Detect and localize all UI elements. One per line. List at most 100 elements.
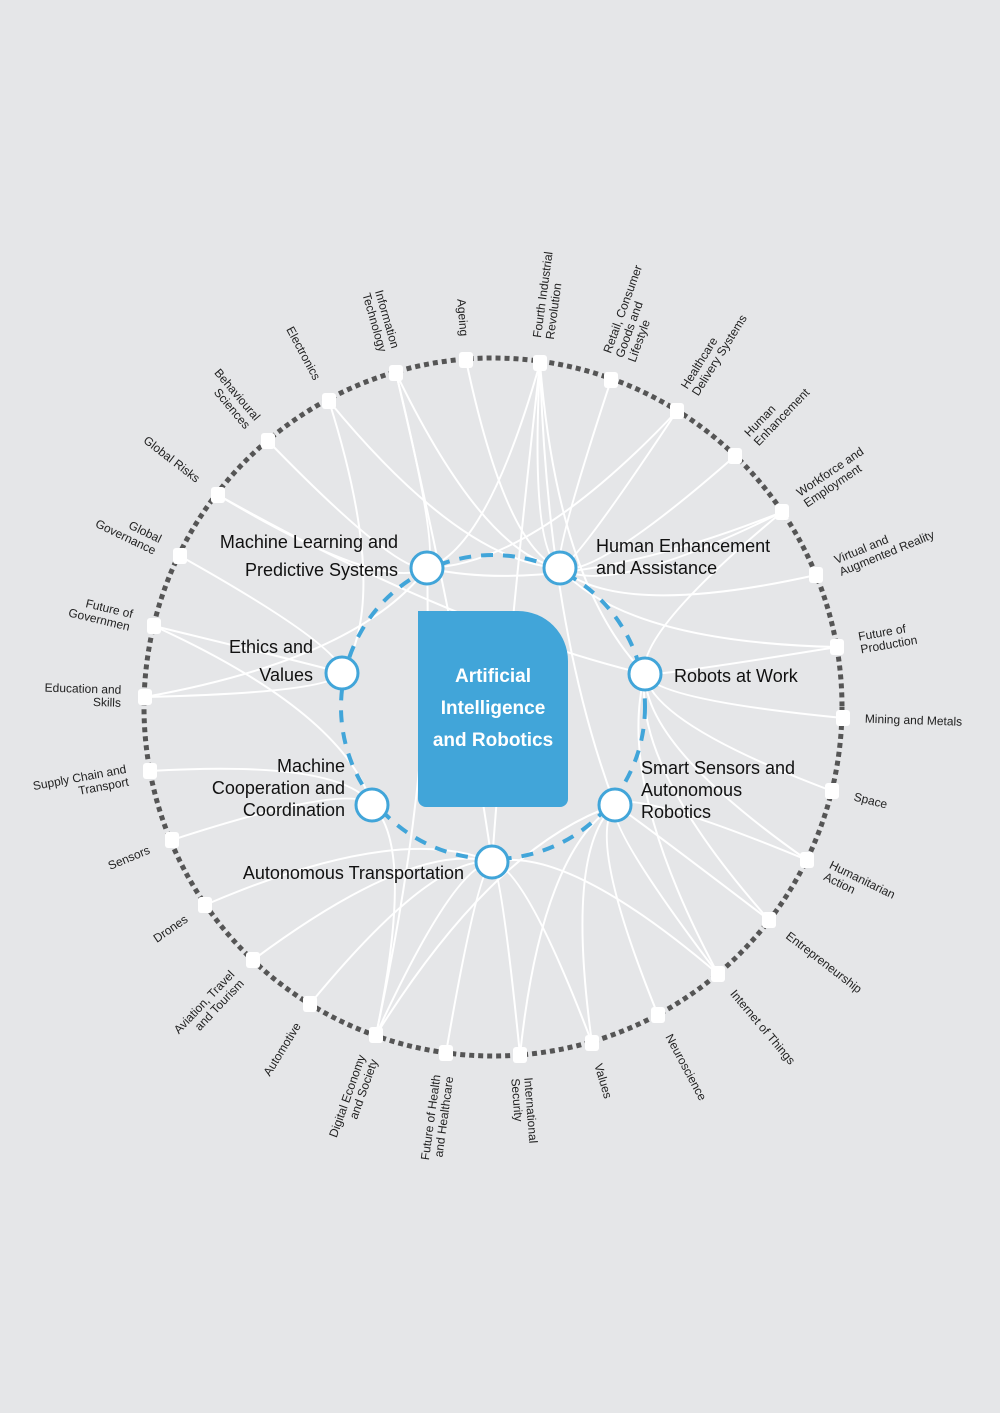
topic-node[interactable] (836, 710, 850, 726)
link-line (491, 861, 521, 1056)
hub-label-line: Machine Learning and (220, 532, 398, 552)
topic-node[interactable] (585, 1035, 599, 1051)
topic-label-line: Security (508, 1078, 525, 1122)
hub-node[interactable] (409, 550, 445, 586)
topic-label[interactable]: Sensors (106, 843, 152, 873)
hub-label-line: Robotics (641, 802, 711, 822)
topic-node[interactable] (303, 996, 317, 1012)
topic-label-line: Sensors (106, 843, 152, 873)
topic-node[interactable] (389, 365, 403, 381)
topic-label[interactable]: HumanitarianAction (822, 858, 898, 914)
topic-node[interactable] (711, 966, 725, 982)
topic-label[interactable]: Education andSkills (44, 681, 121, 710)
hub-node[interactable] (474, 844, 510, 880)
topic-label[interactable]: Entrepreneurship (783, 929, 865, 997)
central-topic-box[interactable]: Artificial Intelligence and Robotics (418, 611, 568, 807)
topic-label[interactable]: Future ofProduction (857, 620, 918, 656)
topic-label-line: Global Risks (141, 433, 203, 485)
topic-node[interactable] (439, 1045, 453, 1061)
topic-node[interactable] (762, 912, 776, 928)
topic-label[interactable]: Virtual andAugmented Reality (832, 515, 936, 578)
topic-label[interactable]: Retail, ConsumerGoods andLifestyle (600, 263, 669, 364)
topic-node[interactable] (138, 689, 152, 705)
topic-label[interactable]: InternationalSecurity (508, 1077, 540, 1145)
topic-label[interactable]: Automotive (260, 1020, 304, 1079)
topic-label[interactable]: InformationTechnology (359, 288, 402, 354)
hub-node[interactable] (597, 787, 633, 823)
hub-label-line: Ethics and (229, 637, 313, 657)
topic-node[interactable] (513, 1047, 527, 1063)
topic-label[interactable]: Values (591, 1062, 615, 1100)
topic-node[interactable] (198, 897, 212, 913)
topic-label[interactable]: Digital Economyand Society (326, 1053, 381, 1144)
topic-node[interactable] (459, 352, 473, 368)
topic-label[interactable]: HealthcareDelivery Systems (678, 305, 750, 398)
topic-node[interactable] (322, 393, 336, 409)
topic-label[interactable]: Fourth IndustrialRevolution (530, 251, 568, 341)
hub-label-line: Coordination (243, 800, 345, 820)
topic-label[interactable]: GlobalGovernance (93, 505, 164, 558)
hub-node[interactable] (324, 655, 360, 691)
topic-node[interactable] (830, 639, 844, 655)
link-line (539, 362, 646, 675)
topic-node[interactable] (728, 448, 742, 464)
topic-node[interactable] (670, 403, 684, 419)
topic-node[interactable] (211, 487, 225, 503)
topic-label[interactable]: Supply Chain andTransport (32, 762, 131, 806)
topic-node[interactable] (775, 504, 789, 520)
link-line (375, 804, 616, 1036)
topic-node[interactable] (165, 832, 179, 848)
hub-label-line: Autonomous (641, 780, 742, 800)
topic-node[interactable] (825, 783, 839, 799)
topic-node[interactable] (173, 548, 187, 564)
hub-node[interactable] (542, 550, 578, 586)
hub-label[interactable]: Autonomous Transportation (243, 863, 464, 883)
topic-node[interactable] (809, 567, 823, 583)
topic-node[interactable] (369, 1027, 383, 1043)
link-line (491, 858, 719, 975)
hub-node[interactable] (354, 787, 390, 823)
topic-label-line: Space (852, 790, 889, 812)
topic-label[interactable]: Global Risks (141, 433, 203, 485)
topic-label-line: Internet of Things (727, 987, 798, 1067)
topic-label[interactable]: HumanEnhancement (741, 376, 812, 449)
topic-label[interactable]: Electronics (283, 324, 323, 382)
hub-label[interactable]: Robots at Work (674, 666, 799, 686)
topic-node[interactable] (246, 952, 260, 968)
link-line (217, 494, 646, 675)
topic-label[interactable]: Space (852, 790, 889, 812)
links-layer (144, 359, 844, 1056)
inner-ring (339, 553, 647, 861)
hub-node[interactable] (627, 656, 663, 692)
topic-label[interactable]: Neuroscience (662, 1032, 709, 1104)
topic-label[interactable]: Future ofGovernmen (67, 593, 135, 634)
topic-label-line: Entrepreneurship (783, 929, 865, 997)
topic-label[interactable]: Ageing (454, 298, 471, 336)
central-title-line: Intelligence (440, 698, 546, 719)
link-line (637, 673, 719, 975)
topic-label[interactable]: Drones (151, 912, 191, 945)
topic-label[interactable]: BehaviouralSciences (202, 366, 264, 432)
topic-node[interactable] (147, 618, 161, 634)
topic-label[interactable]: Aviation, Traveland Tourism (171, 968, 247, 1046)
topic-label[interactable]: Internet of Things (727, 987, 798, 1067)
topic-node[interactable] (533, 355, 547, 371)
topic-label-line: Values (591, 1062, 615, 1100)
link-line (252, 857, 493, 961)
topic-node[interactable] (143, 763, 157, 779)
topic-label[interactable]: Future of Healthand Healthcare (418, 1073, 456, 1162)
topic-node[interactable] (261, 433, 275, 449)
topic-label[interactable]: Mining and Metals (865, 712, 963, 729)
topic-label[interactable]: Workforce andEmployment (794, 444, 874, 510)
topic-label-line: Neuroscience (662, 1032, 709, 1104)
topic-node[interactable] (651, 1007, 665, 1023)
topic-node[interactable] (800, 852, 814, 868)
topic-node[interactable] (604, 372, 618, 388)
